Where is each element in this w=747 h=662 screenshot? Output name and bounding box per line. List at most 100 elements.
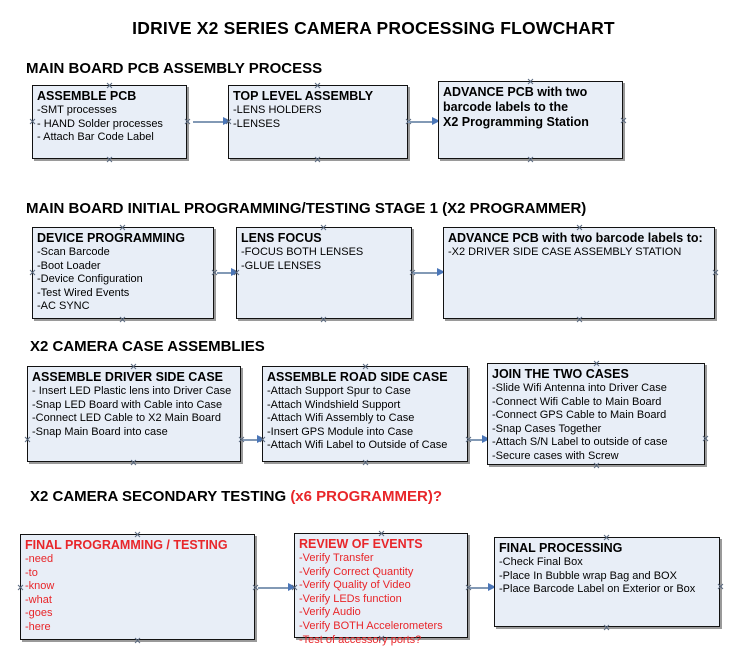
arrow-final-programming-to-review-of-events [258,583,296,592]
node-title: LENS FOCUS [241,231,322,245]
flow-node-lens-focus[interactable]: LENS FOCUS -FOCUS BOTH LENSES -GLUE LENS… [236,227,412,319]
node-title: ADVANCE PCB with two [443,85,588,99]
node-line-list: -LENS HOLDERS -LENSES [233,104,403,131]
section-heading-main-board-pcb-assembly-process: MAIN BOARD PCB ASSEMBLY PROCESS [26,60,322,77]
node-line: -goes [25,607,53,620]
node-line: -Attach Windshield Support [267,398,401,411]
arrow-lens-focus-to-advance-pcb-driver-side-case [413,268,445,277]
node-line: -LENSES [233,117,281,130]
node-line: -Connect GPS Cable to Main Board [492,409,667,422]
arrow-shaft [408,121,433,123]
node-line: -Connect LED Cable to X2 Main Board [32,412,221,425]
node-line-list: -Slide Wifi Antenna into Driver Case -Co… [492,382,700,464]
arrow-shaft [470,587,489,589]
node-line: -Test of accessory ports? [299,633,422,646]
flow-node-advance-pcb-programming-station[interactable]: ADVANCE PCB with two barcode labels to t… [438,81,623,159]
arrow-head-icon [488,583,496,591]
node-line-list: barcode labels to the X2 Programming Sta… [443,100,618,130]
node-line: -GLUE LENSES [241,259,322,272]
node-line: -Verify Transfer [299,552,374,564]
flow-node-device-programming[interactable]: DEVICE PROGRAMMING -Scan Barcode -Boot L… [32,227,214,319]
node-line: -AC SYNC [37,300,90,313]
section-heading-text: MAIN BOARD INITIAL PROGRAMMING/TESTING S… [26,200,587,217]
arrow-shaft [413,272,438,274]
section-heading-x2-camera-case-assemblies: X2 CAMERA CASE ASSEMBLIES [30,338,265,355]
arrow-shaft [470,439,483,441]
section-heading-text: X2 CAMERA CASE ASSEMBLIES [30,338,265,355]
flow-node-assemble-road-side-case[interactable]: ASSEMBLE ROAD SIDE CASE -Attach Support … [262,366,468,462]
node-line: -Verify Correct Quantity [299,565,414,578]
flow-node-join-the-two-cases[interactable]: JOIN THE TWO CASES -Slide Wifi Antenna i… [487,363,705,465]
node-line-list: -FOCUS BOTH LENSES -GLUE LENSES [241,246,407,273]
node-line: -SMT processes [37,104,117,116]
node-line: -Boot Loader [37,259,101,272]
node-line: -Verify BOTH Accelerometers [299,619,443,632]
node-line-list: -Verify Transfer -Verify Correct Quantit… [299,552,463,647]
arrow-shaft [193,121,224,123]
node-title: REVIEW OF EVENTS [299,537,423,551]
arrow-shaft [258,587,289,589]
page-title: IDRIVE X2 SERIES CAMERA PROCESSING FLOWC… [132,18,615,38]
section-heading-main-board-initial-programming: MAIN BOARD INITIAL PROGRAMMING/TESTING S… [26,200,586,217]
node-line: -Verify LEDs function [299,592,402,605]
node-line: -Secure cases with Screw [492,449,619,462]
node-line: -Verify Audio [299,606,361,619]
node-line: - HAND Solder processes [37,117,163,130]
node-line: -Attach Support Spur to Case [267,385,411,397]
node-line: -Place In Bubble wrap Bag and BOX [499,569,677,582]
arrow-head-icon [257,435,265,443]
node-line: -Attach Wifi Assembly to Case [267,412,415,425]
node-line: -know [25,580,55,593]
flow-node-final-programming-testing[interactable]: FINAL PROGRAMMING / TESTING -need -to -k… [20,534,255,640]
node-line: -Attach Wifi Label to Outside of Case [267,439,448,452]
node-line: -to [25,566,38,579]
node-line: -Slide Wifi Antenna into Driver Case [492,382,667,394]
node-line: X2 Programming Station [443,115,589,129]
node-line: -Connect Wifi Cable to Main Board [492,395,662,408]
node-line: -Device Configuration [37,273,143,286]
node-line: -X2 DRIVER SIDE CASE ASSEMBLY STATION [448,246,682,258]
node-line: -Insert GPS Module into Case [267,425,414,438]
node-line: -Scan Barcode [37,246,110,258]
flow-node-assemble-pcb[interactable]: ASSEMBLE PCB -SMT processes - HAND Solde… [32,85,187,159]
node-line: -Place Barcode Label on Exterior or Box [499,583,696,596]
flow-node-assemble-driver-side-case[interactable]: ASSEMBLE DRIVER SIDE CASE - Insert LED P… [27,366,241,462]
node-line: -here [25,620,51,633]
node-line-list: - Insert LED Plastic lens into Driver Ca… [32,385,236,439]
node-line: -Snap Cases Together [492,422,602,435]
arrow-shaft [243,439,258,441]
node-title: FINAL PROGRAMMING / TESTING [25,538,228,552]
node-title: JOIN THE TWO CASES [492,367,629,381]
section-heading-accent: (x6 PROGRAMMER)? [290,488,442,505]
arrow-shaft [217,272,232,274]
node-line: -what [25,593,52,606]
flow-node-top-level-assembly[interactable]: TOP LEVEL ASSEMBLY -LENS HOLDERS -LENSES [228,85,408,159]
section-heading-text: MAIN BOARD PCB ASSEMBLY PROCESS [26,60,323,77]
node-line: - Attach Bar Code Label [37,131,154,144]
node-line-list: -X2 DRIVER SIDE CASE ASSEMBLY STATION [448,246,710,260]
node-line-list: -Check Final Box -Place In Bubble wrap B… [499,556,715,597]
node-line-list: -Scan Barcode -Boot Loader -Device Confi… [37,246,209,314]
node-line-list: -SMT processes - HAND Solder processes -… [37,104,182,145]
node-title: ADVANCE PCB with two barcode labels to: [448,231,703,245]
arrow-head-icon [288,583,296,591]
node-line-list: -need -to -know -what -goes -here [25,553,250,635]
arrow-head-icon [432,117,440,125]
node-title: ASSEMBLE ROAD SIDE CASE [267,370,448,384]
node-line: -Snap LED Board with Cable into Case [32,398,223,411]
section-heading-text: X2 CAMERA SECONDARY TESTING [30,488,291,505]
arrow-road-side-to-join-cases [470,435,490,444]
node-line: -Attach S/N Label to outside of case [492,436,668,449]
arrow-driver-side-to-road-side [243,435,265,444]
node-line: -Check Final Box [499,556,583,568]
node-line: -Test Wired Events [37,286,130,299]
arrow-head-icon [482,435,490,443]
node-title: TOP LEVEL ASSEMBLY [233,89,374,103]
node-line: -Verify Quality of Video [299,579,411,592]
flow-node-final-processing[interactable]: FINAL PROCESSING -Check Final Box -Place… [494,537,720,627]
arrow-top-level-assembly-to-advance-pcb [408,117,440,126]
node-title: ASSEMBLE PCB [37,89,137,103]
node-line: barcode labels to the [443,100,569,114]
flow-node-review-of-events[interactable]: REVIEW OF EVENTS -Verify Transfer -Verif… [294,533,468,646]
flow-node-advance-pcb-driver-side-case[interactable]: ADVANCE PCB with two barcode labels to: … [443,227,715,319]
